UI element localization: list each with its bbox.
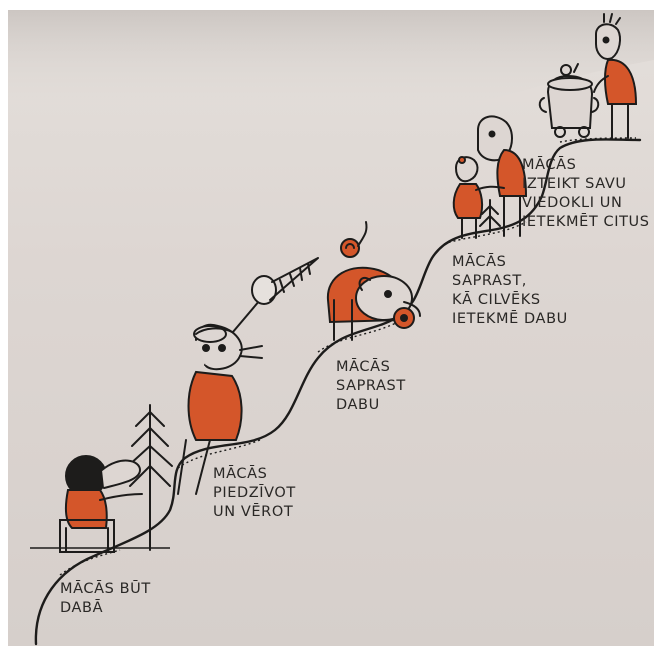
step-2-caption: MĀCĀS PIEDZĪVOT UN VĒROT — [213, 465, 296, 522]
step-5-caption: MĀCĀS IZTEIKT SAVU VIEDOKLI UN IETEKMĒT … — [522, 156, 650, 232]
figure-with-net — [178, 258, 318, 494]
figure-with-snail — [328, 222, 420, 340]
step-4-caption: MĀCĀS SAPRAST, KĀ CILVĒKS IETEKMĒ DABU — [452, 253, 568, 329]
step-3-caption: MĀCĀS SAPRAST DABU — [336, 358, 406, 415]
figure-child-with-tree — [60, 405, 172, 552]
step-1-caption: MĀCĀS BŪT DABĀ — [60, 580, 151, 618]
figure-pair-with-plant — [454, 116, 526, 238]
